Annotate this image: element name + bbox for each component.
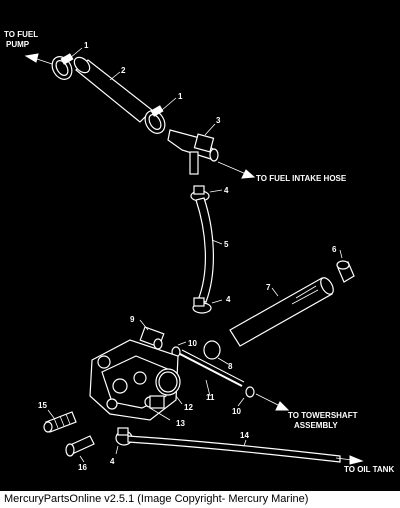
bushing-6 [336,260,355,283]
valve-body [89,339,179,421]
part-number-6: 6 [332,245,337,254]
washer-10-lower [245,386,255,398]
part-number-11: 11 [206,393,215,402]
hose-clamp-4-middle [192,297,212,314]
exploded-parts-diagram: TO FUEL PUMP TO FUEL INTAKE HOSE [4,30,394,474]
part-number-14: 14 [240,431,249,440]
fitting-9 [139,326,165,350]
spring-15 [43,411,77,433]
hose-clamp-1-top [51,53,74,80]
arrow-to-fuel-intake-hose [217,161,256,179]
fuel-hose-5 [195,197,214,303]
part-number-4-middle: 4 [226,295,231,304]
tee-fitting-3 [167,129,219,175]
rod-11 [179,349,245,387]
screw-16 [65,435,95,457]
part-number-7: 7 [266,283,271,292]
part-number-13: 13 [176,419,185,428]
fuel-hose-2 [73,56,153,123]
part-number-3: 3 [216,116,221,125]
part-number-10-top: 10 [188,339,197,348]
callout-to-fuel-pump-line1: TO FUEL [4,30,38,39]
part-number-4-top: 4 [224,186,229,195]
part-number-5: 5 [224,240,229,249]
image-caption: MercuryPartsOnline v2.5.1 (Image Copyrig… [0,491,400,508]
part-number-12: 12 [184,403,193,412]
part-number-2: 2 [121,66,126,75]
callout-to-fuel-pump-line2: PUMP [6,40,30,49]
part-number-9: 9 [130,315,135,324]
arrow-to-oil-tank [335,455,364,465]
callout-to-fuel-intake-hose: TO FUEL INTAKE HOSE [256,174,347,183]
hose-clamp-1-lower [144,105,166,134]
part-number-15: 15 [38,401,47,410]
part-number-4-lower: 4 [110,457,115,466]
part-number-1-top: 1 [84,41,89,50]
oil-hose-14 [127,435,341,463]
shaft-7 [229,277,334,347]
part-number-16: 16 [78,463,87,472]
part-number-10-lower: 10 [232,407,241,416]
arrow-to-towershaft-assembly [255,393,290,411]
callout-to-towershaft-line2: ASSEMBLY [294,421,338,430]
part-number-1-lower: 1 [178,92,183,101]
part-number-8: 8 [228,362,233,371]
spacer-8 [203,340,221,360]
o-ring-12 [155,368,181,396]
callout-to-towershaft-line1: TO TOWERSHAFT [288,411,358,420]
callout-to-oil-tank: TO OIL TANK [344,465,394,474]
